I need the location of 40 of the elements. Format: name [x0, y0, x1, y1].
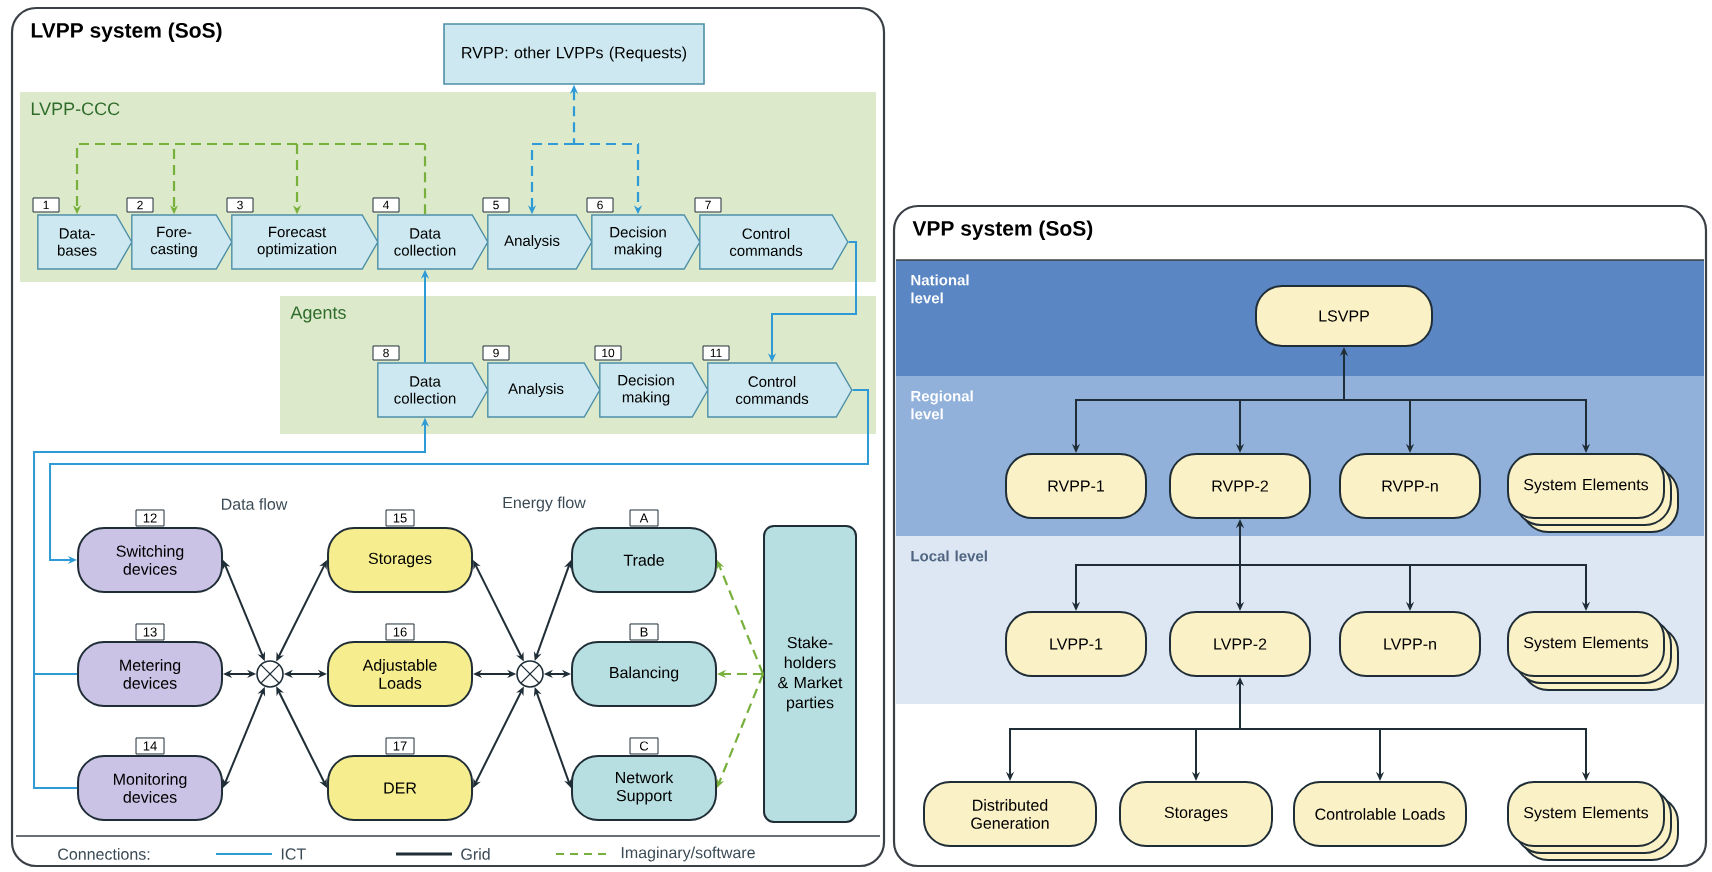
- level-pill: RVPP-1: [1005, 453, 1147, 519]
- level-pill: Controlable Loads: [1293, 781, 1467, 847]
- junction-symbol: [256, 660, 284, 688]
- branch-line: [33, 673, 79, 675]
- device-pill: Storages: [327, 527, 473, 593]
- level-pill: LVPP-n: [1339, 611, 1481, 677]
- branch-line: [33, 673, 79, 789]
- panel-title: VPP system (SoS): [912, 220, 1093, 240]
- device-pill: Trade: [571, 527, 717, 593]
- level-pill: Distributed Generation: [923, 781, 1097, 847]
- level-pill: LVPP-1: [1005, 611, 1147, 677]
- level-pill: LSVPP: [1255, 285, 1433, 347]
- stakeholder-box: Stake-holders & Market parties: [763, 525, 857, 823]
- level-pill: Storages: [1119, 781, 1273, 847]
- device-pill: Network Support: [571, 755, 717, 821]
- legend-label: Imaginary/software: [621, 846, 755, 862]
- stacked-pill: System Elements: [1507, 611, 1679, 691]
- legend-label: ICT: [281, 848, 306, 860]
- device-pill: Switching devices: [77, 527, 223, 593]
- flow-label: Connections:: [58, 848, 150, 860]
- flow-label: Data flow: [222, 498, 288, 510]
- level-pill: RVPP-2: [1169, 453, 1311, 519]
- device-pill: Balancing: [571, 641, 717, 707]
- stacked-pill: System Elements: [1507, 781, 1679, 861]
- trunk-line: [423, 144, 427, 215]
- band-title: Agents: [290, 306, 346, 323]
- device-pill: Metering devices: [77, 641, 223, 707]
- level-pill: LVPP-2: [1169, 611, 1311, 677]
- stacked-pill: System Elements: [1507, 453, 1679, 533]
- level-pill: RVPP-n: [1339, 453, 1481, 519]
- arrow: [716, 560, 765, 675]
- legend-label: Grid: [461, 848, 490, 860]
- junction-symbol: [516, 660, 544, 688]
- panel-title: LVPP system (SoS): [31, 22, 222, 42]
- flow-label: Energy flow: [503, 496, 586, 512]
- device-pill: DER: [327, 755, 473, 821]
- device-pill: Adjustable Loads: [327, 641, 473, 707]
- device-pill: Monitoring devices: [77, 755, 223, 821]
- band-title: LVPP-CCC: [31, 102, 120, 116]
- request-box: RVPP: other LVPPs (Requests): [443, 23, 705, 85]
